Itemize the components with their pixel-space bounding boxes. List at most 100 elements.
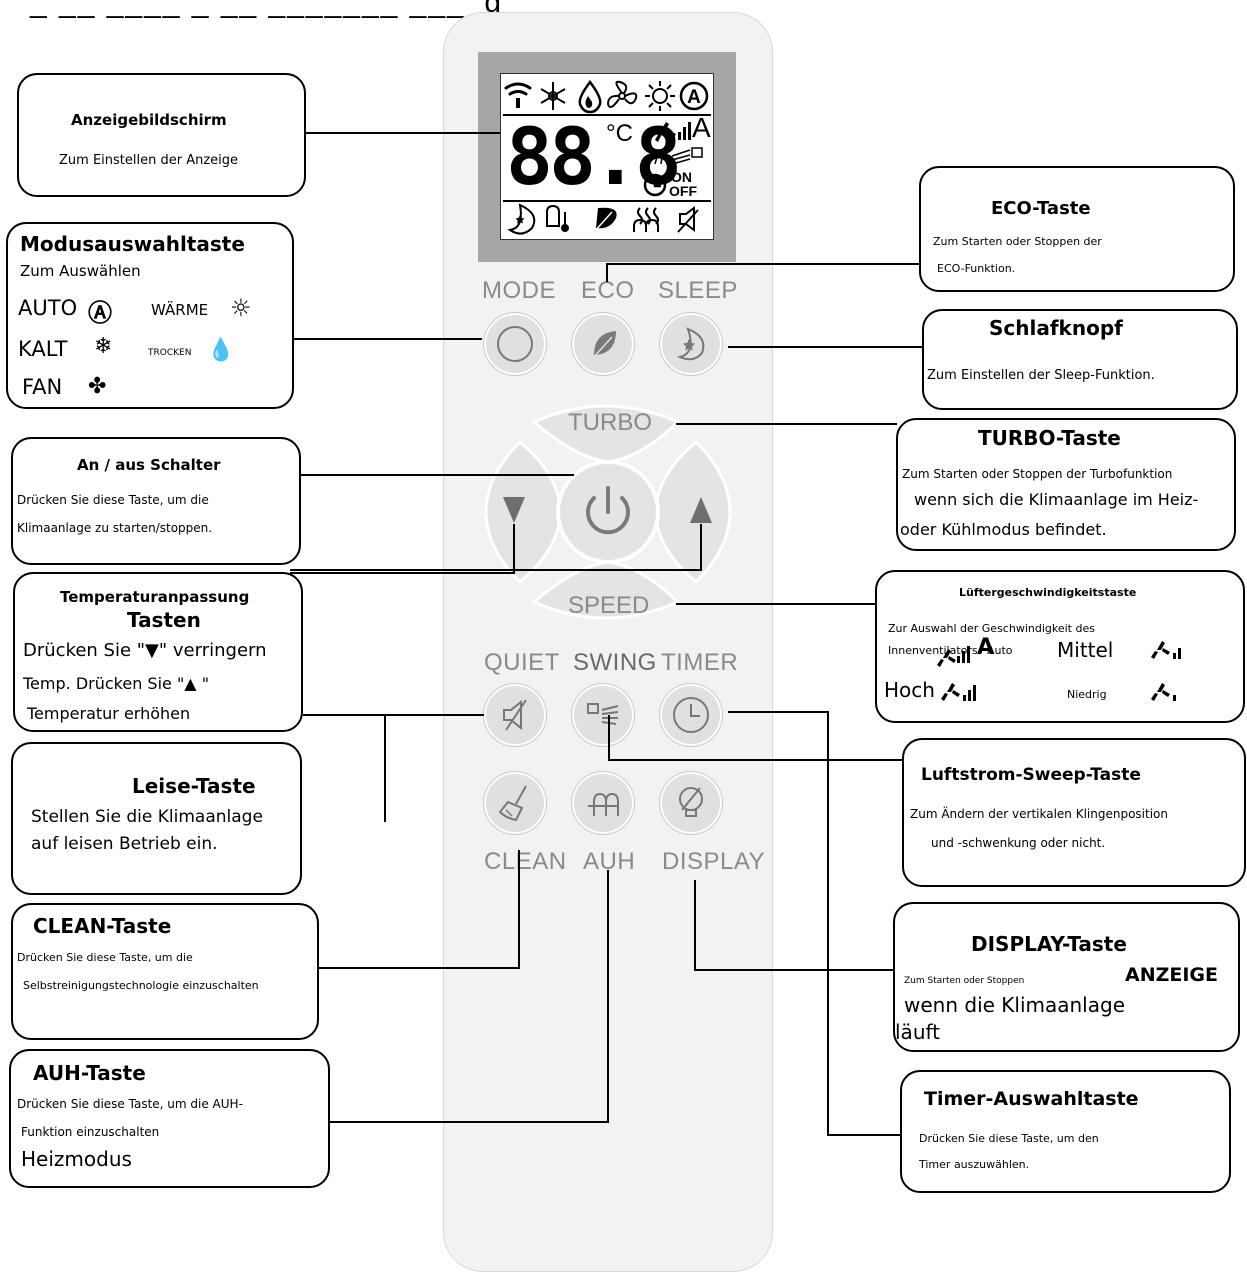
callout-desc: wenn die Klimaanlage — [904, 993, 1125, 1017]
callout-temperature: Temperaturanpassung Tasten Drücken Sie "… — [13, 572, 303, 732]
callout-desc: Zum Starten oder Stoppen der Turbofunkti… — [902, 467, 1173, 481]
clock-icon — [673, 697, 709, 733]
callout-desc: Innenventilators — [888, 644, 978, 657]
page-title-fragment: _ __ ____ _ __ _______ ____g_ — [30, 0, 522, 19]
callout-title: Luftstrom-Sweep-Taste — [921, 765, 1141, 785]
callout-auh: AUH-Taste Drücken Sie diese Taste, um di… — [9, 1049, 330, 1188]
mode-cool-label: KALT — [18, 337, 68, 361]
lcd-temperature-digits: 88.8 — [506, 113, 682, 203]
heat-icon — [588, 792, 619, 816]
callout-title: Timer-Auswahltaste — [924, 1088, 1139, 1110]
callout-desc: Zum Einstellen der Anzeige — [59, 153, 239, 168]
callout-fan-speed: Lüftergeschwindigkeitstaste Zur Auswahl … — [875, 570, 1245, 723]
callout-title: Tasten — [127, 608, 201, 632]
callout-desc: läuft — [895, 1020, 941, 1044]
lcd-fan-auto: A — [692, 112, 711, 143]
mode-button[interactable] — [484, 313, 546, 375]
callout-title: DISPLAY-Taste — [971, 932, 1127, 956]
mode-dry-label: TROCKEN — [148, 348, 192, 358]
fan-medium-icon — [1151, 641, 1181, 659]
fan-auto-icon — [937, 646, 970, 667]
callout-desc: Funktion einzuschalten — [21, 1125, 160, 1139]
fan-low-icon — [1151, 683, 1176, 701]
snowflake-icon: ❄ — [94, 334, 113, 359]
callout-title: Modusauswahltaste — [20, 232, 245, 256]
swing-button[interactable] — [572, 684, 634, 746]
sleep-button[interactable] — [660, 313, 722, 375]
callout-desc: Drücken Sie diese Taste, um die AUH- — [17, 1097, 243, 1111]
mode-auto-label: AUTO — [18, 296, 78, 320]
callout-title: TURBO-Taste — [978, 426, 1121, 450]
callout-display-screen: Anzeigebildschirm Zum Einstellen der Anz… — [17, 73, 306, 197]
callout-desc: Zum Starten oder Stoppen — [904, 976, 1025, 986]
fan-icon: ✤ — [88, 374, 107, 399]
swing-button-label: SWING — [573, 649, 657, 676]
turbo-button-label[interactable]: TURBO — [568, 409, 652, 436]
callout-desc: Drücken Sie diese Taste, um die — [17, 493, 209, 507]
display-button[interactable] — [660, 772, 722, 834]
callout-clean: CLEAN-Taste Drücken Sie diese Taste, um … — [11, 903, 319, 1040]
callout-eco: ECO-Taste Zum Starten oder Stoppen der E… — [919, 166, 1235, 292]
callout-title: Lüftergeschwindigkeitstaste — [959, 586, 1137, 599]
clean-button-label: CLEAN — [484, 848, 567, 875]
callout-desc: ANZEIGE — [1125, 964, 1219, 986]
callout-desc: Drücken Sie diese Taste, um die — [17, 951, 193, 964]
fan-speed-icons — [937, 641, 1181, 701]
leaf-icon — [591, 331, 616, 360]
mode-icon — [497, 326, 533, 362]
auh-button-label: AUH — [583, 848, 636, 875]
timer-button[interactable] — [660, 684, 722, 746]
callout-desc: Timer auszuwählen. — [919, 1158, 1030, 1171]
speed-button-label[interactable]: SPEED — [568, 592, 650, 619]
auh-button[interactable] — [572, 772, 634, 834]
callout-title: ECO-Taste — [991, 198, 1091, 219]
mode-heat-label: WÄRME — [151, 301, 209, 319]
lcd-unit: °C — [606, 120, 633, 147]
fan-high-icon — [941, 683, 976, 701]
callout-desc: Zum Auswählen — [20, 262, 141, 280]
sun-icon: ☼ — [230, 294, 252, 322]
callout-desc: Zum Ändern der vertikalen Klingenpositio… — [910, 807, 1168, 821]
callout-desc: wenn sich die Klimaanlage im Heiz- — [914, 490, 1199, 509]
callout-title: CLEAN-Taste — [33, 914, 172, 938]
callout-timer: Timer-Auswahltaste Drücken Sie diese Tas… — [900, 1070, 1231, 1193]
callout-title: An / aus Schalter — [77, 456, 221, 474]
display-button-label: DISPLAY — [662, 848, 766, 875]
callout-desc: und -schwenkung oder nicht. — [931, 836, 1106, 850]
broom-icon — [498, 785, 527, 822]
callout-desc: Zur Auswahl der Geschwindigkeit des — [888, 622, 1095, 635]
callout-display: DISPLAY-Taste Zum Starten oder Stoppen A… — [893, 902, 1240, 1052]
callout-turbo: TURBO-Taste Zum Starten oder Stoppen der… — [896, 418, 1236, 551]
callout-title: Leise-Taste — [132, 774, 256, 798]
mode-button-label: MODE — [482, 277, 556, 304]
callout-desc: Zum Einstellen der Sleep-Funktion. — [927, 368, 1155, 383]
drop-icon: 💧 — [207, 338, 235, 363]
swing-icon — [587, 703, 619, 725]
callout-desc: Drücken Sie diese Taste, um den — [919, 1132, 1099, 1145]
quiet-button[interactable] — [484, 684, 546, 746]
mode-fan-label: FAN — [22, 375, 63, 399]
eco-button-label: ECO — [581, 277, 635, 304]
callout-desc: auf leisen Betrieb ein. — [31, 834, 218, 854]
callout-title: Schlafknopf — [989, 316, 1123, 340]
sleep-button-label: SLEEP — [658, 277, 738, 304]
callout-title: Temperaturanpassung — [60, 588, 250, 606]
callout-desc: Stellen Sie die Klimaanlage — [31, 807, 263, 827]
mute-icon — [503, 699, 527, 731]
callout-desc: ECO-Funktion. — [937, 262, 1016, 275]
timer-button-label: TIMER — [661, 649, 739, 676]
clean-button[interactable] — [484, 772, 546, 834]
callout-mode: Modusauswahltaste Zum Auswählen AUTO Ⓐ W… — [6, 222, 294, 409]
callout-title: Anzeigebildschirm — [71, 111, 227, 129]
callout-desc: Selbstreinigungstechnologie einzuschalte… — [23, 979, 259, 992]
fan-speed-medium-label: Mittel — [1057, 638, 1114, 662]
callout-desc: Temperatur erhöhen — [27, 704, 191, 723]
moon-icon — [676, 327, 705, 361]
quiet-button-label: QUIET — [484, 649, 560, 676]
callout-desc: Klimaanlage zu starten/stoppen. — [17, 521, 213, 535]
auto-mode-icon: Ⓐ — [88, 299, 112, 327]
eco-button[interactable] — [572, 313, 634, 375]
fan-speed-auto-label: Auto — [987, 644, 1013, 657]
callout-desc: Heizmodus — [21, 1147, 132, 1171]
callout-title: AUH-Taste — [33, 1061, 146, 1085]
